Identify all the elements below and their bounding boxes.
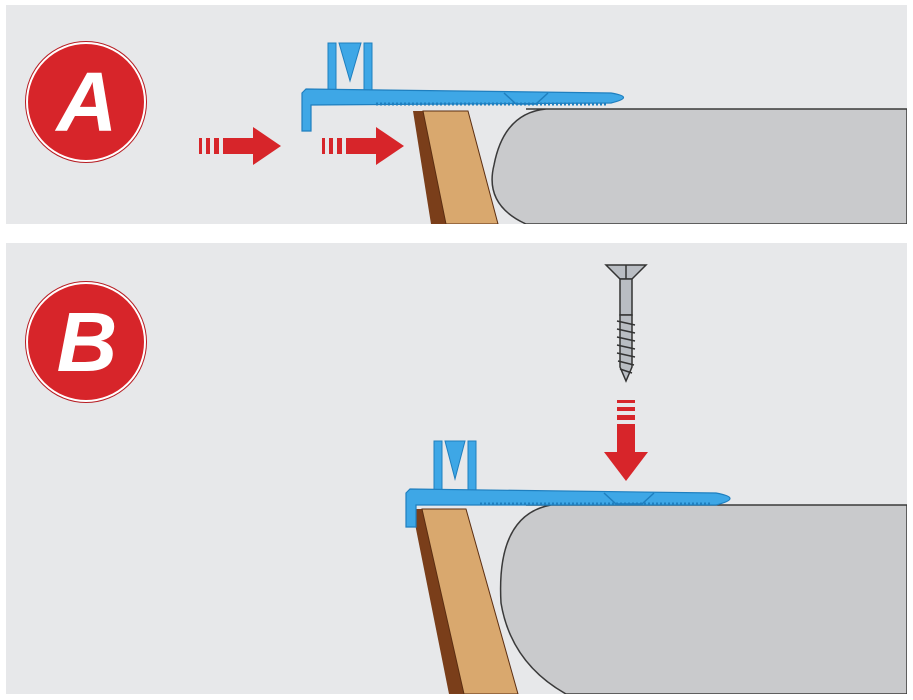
stair-nosing-profile bbox=[301, 42, 625, 132]
step-a-illustration bbox=[199, 42, 907, 224]
step-label-b: B bbox=[56, 295, 118, 389]
panel-step-b: B bbox=[6, 243, 907, 694]
stair-nosing-profile bbox=[405, 440, 731, 528]
riser-board bbox=[412, 508, 519, 694]
step-label-a: A bbox=[56, 55, 118, 149]
panel-step-a: A bbox=[6, 5, 907, 224]
push-arrow-icon bbox=[199, 127, 281, 165]
push-arrow-icon bbox=[322, 127, 404, 165]
riser-board bbox=[413, 110, 499, 224]
step-surface bbox=[491, 108, 907, 224]
step-b-illustration bbox=[405, 264, 907, 694]
step-surface bbox=[499, 504, 907, 694]
step-badge-a: A bbox=[26, 42, 146, 162]
screw-icon bbox=[604, 264, 648, 383]
down-arrow-icon bbox=[604, 400, 648, 481]
step-badge-b: B bbox=[26, 282, 146, 402]
